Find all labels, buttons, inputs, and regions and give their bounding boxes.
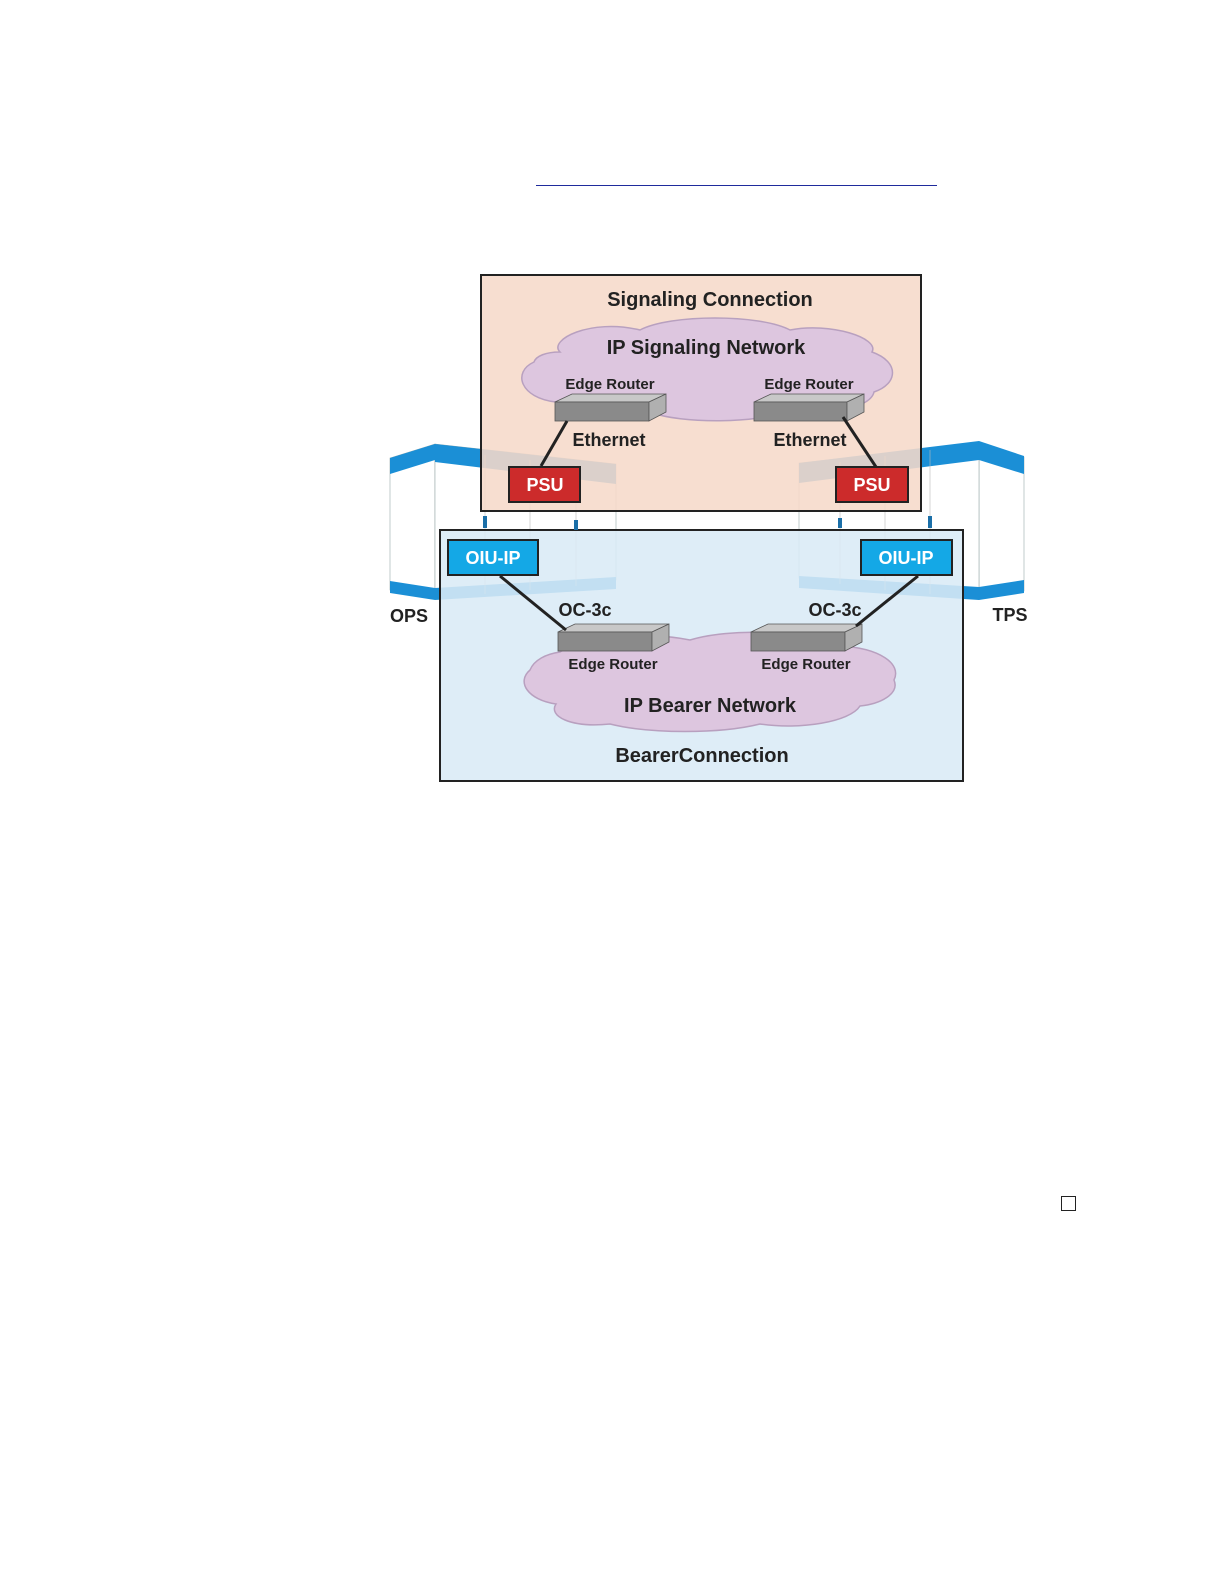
ops-label: OPS: [390, 606, 428, 626]
shelf-connector: [483, 516, 487, 528]
edge-router-label: Edge Router: [568, 656, 657, 673]
edge-router-label: Edge Router: [764, 376, 853, 393]
edge-router-icon: [754, 394, 864, 421]
edge-router-label: Edge Router: [761, 656, 850, 673]
oiu-ip-label: OIU-IP: [878, 548, 933, 568]
edge-router-label: Edge Router: [565, 376, 654, 393]
edge-router-icon: [751, 624, 862, 651]
psu-label: PSU: [853, 475, 890, 495]
checkbox[interactable]: [1061, 1196, 1076, 1211]
ethernet-label: Ethernet: [572, 430, 645, 450]
psu-label: PSU: [526, 475, 563, 495]
ethernet-label: Ethernet: [773, 430, 846, 450]
shelf-connector: [838, 518, 842, 528]
signaling-connection-title: Signaling Connection: [607, 289, 813, 311]
ip-signaling-network-label: IP Signaling Network: [607, 337, 806, 359]
shelf-connector: [928, 516, 932, 528]
edge-router-icon: [558, 624, 669, 651]
tps-label: TPS: [992, 605, 1027, 625]
ip-bearer-network-label: IP Bearer Network: [624, 695, 797, 717]
shelf-connector: [574, 520, 578, 530]
oc3c-label: OC-3c: [808, 600, 861, 620]
oc3c-label: OC-3c: [558, 600, 611, 620]
oiu-ip-label: OIU-IP: [465, 548, 520, 568]
edge-router-icon: [555, 394, 666, 421]
bearer-connection-title: BearerConnection: [615, 745, 788, 767]
